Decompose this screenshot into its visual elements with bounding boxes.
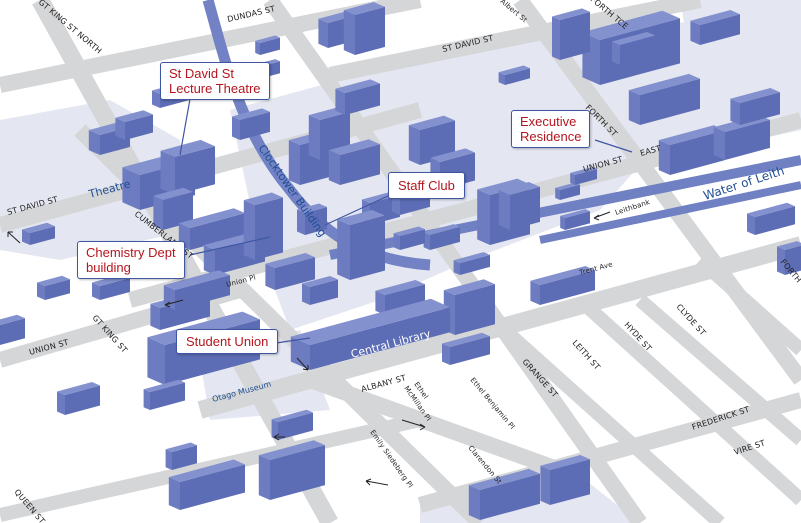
callout-line: Student Union [186,334,269,349]
building [143,379,185,410]
building [255,35,280,55]
building [337,209,385,280]
callout-line: Staff Club [398,178,455,193]
arrow-icon [593,211,611,221]
road-st-david-north [328,0,702,83]
building [297,203,327,235]
building [530,265,595,305]
arrow-icon [296,357,309,371]
callout-line: Executive [520,114,577,129]
building [115,110,153,140]
street-label: DUNDAS ST [226,4,276,24]
building [168,459,245,510]
building [258,440,325,500]
building [658,125,725,175]
callout-line: Residence [520,129,582,144]
street-label: LEITH ST [571,338,602,371]
arrow-icon [401,419,426,431]
building [302,275,338,305]
building [0,314,25,345]
building [423,224,460,250]
road-clarendon [307,372,563,478]
building [777,241,801,275]
callout-staff-club[interactable]: Staff Club [388,172,465,199]
building [690,10,740,45]
building [730,88,780,125]
arrow-icon [7,231,21,244]
building [498,65,530,85]
road-hyde [635,294,801,446]
building [468,468,540,520]
building [498,182,540,230]
arrow-icon [365,478,389,486]
callout-chemistry[interactable]: Chemistry Dept building [77,241,185,279]
building [328,139,380,185]
building [265,253,315,290]
building [612,32,655,65]
building [453,252,490,275]
street-label: Trent Ave [577,260,613,277]
building [570,166,597,185]
callout-line: Chemistry Dept [86,245,176,260]
building [153,187,193,230]
building [37,275,70,300]
building [343,2,385,56]
building [165,442,197,470]
callout-executive-residence[interactable]: Executive Residence [511,110,591,148]
building [335,79,380,115]
building [375,280,425,315]
road-clyde [695,254,801,356]
building [57,382,100,415]
building [628,73,700,125]
building [232,108,270,140]
water-of-leith-bank [539,181,801,244]
road-leith [575,294,801,506]
building [22,222,55,245]
callout-line: St David St [169,66,235,81]
arrow-icon [164,299,184,308]
building [552,8,590,60]
callout-line: Lecture Theatre [169,81,261,96]
building [747,202,795,235]
building [393,226,425,250]
road-grange [455,284,725,523]
building [243,192,283,260]
building [560,209,590,230]
callout-leaders [179,98,633,344]
building [442,332,490,365]
street-label: ALBANY ST [360,373,407,394]
building [290,298,450,370]
building [271,409,313,440]
callout-lecture-theatre[interactable]: St David St Lecture Theatre [160,62,270,100]
arrow-icon [273,433,285,441]
callout-student-union[interactable]: Student Union [176,329,279,354]
callout-line: building [86,260,131,275]
one-way-arrows [7,211,611,486]
building [540,455,590,505]
street-label: Ethel Benjamin Pl [468,376,516,431]
building [160,139,215,195]
